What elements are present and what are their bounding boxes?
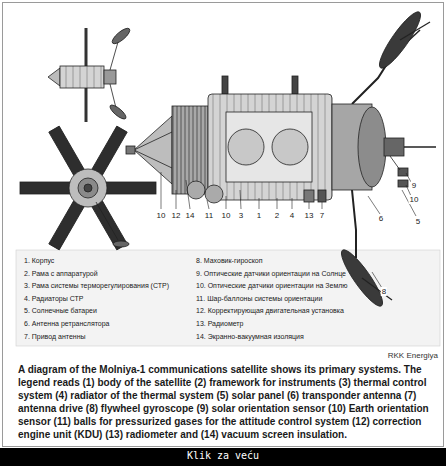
- callout-number: 10: [221, 211, 232, 220]
- callout-number: 9: [411, 181, 417, 190]
- legend-entry: 9. Оптические датчики ориентации на Солн…: [196, 269, 346, 278]
- legend-entry: 8. Маховик-гироскоп: [196, 256, 263, 265]
- caption: A diagram of the Molniya-1 communication…: [18, 363, 436, 441]
- callout-number: 6: [378, 214, 384, 223]
- legend-entry: 14. Экранно-вакуумная изоляция: [196, 332, 304, 341]
- callout-number: 8: [381, 287, 387, 296]
- watermark: Klik za veću: [187, 450, 259, 461]
- callout-number: 7: [319, 211, 325, 220]
- legend-entry: 11. Шар-баллоны системы ориентации: [196, 294, 322, 303]
- main-satellite: [126, 8, 436, 311]
- legend-entry: 6. Антенна ретранслятора: [24, 319, 110, 328]
- side-view: [48, 26, 132, 122]
- frame: [3, 3, 444, 447]
- callout-number: 13: [304, 211, 315, 220]
- callout-number: 11: [204, 211, 214, 220]
- front-view: [20, 126, 156, 250]
- legend-entry: 10. Оптические датчики ориентации на Зем…: [196, 281, 348, 290]
- callout-number: 4: [289, 211, 295, 220]
- callout-number: 2: [274, 211, 280, 220]
- callout-number: 10: [409, 195, 420, 204]
- callout-number: 3: [238, 211, 244, 220]
- legend-entry: 1. Корпус: [24, 256, 54, 265]
- legend-entry: 12. Корректирующая двигательная установк…: [196, 306, 344, 315]
- callout-number: 10: [156, 211, 167, 220]
- credit-label: RKK Energiya: [388, 351, 438, 360]
- leader-lines: [161, 172, 416, 288]
- callout-number: 14: [185, 211, 196, 220]
- callout-number: 12: [171, 211, 182, 220]
- callout-number: 5: [415, 217, 421, 226]
- legend-entry: 2. Рама с аппаратурой: [24, 269, 98, 278]
- legend-entry: 13. Радиометр: [196, 319, 243, 328]
- callout-number: 1: [256, 211, 262, 220]
- legend-entry: 7. Привод антенны: [24, 332, 86, 341]
- legend-entry: 4. Радиаторы СТР: [24, 294, 84, 303]
- legend-entry: 3. Рама системы терморегулирования (СТР): [24, 281, 169, 290]
- legend-entry: 5. Солнечные батареи: [24, 306, 97, 315]
- bottom-bar: [0, 448, 446, 466]
